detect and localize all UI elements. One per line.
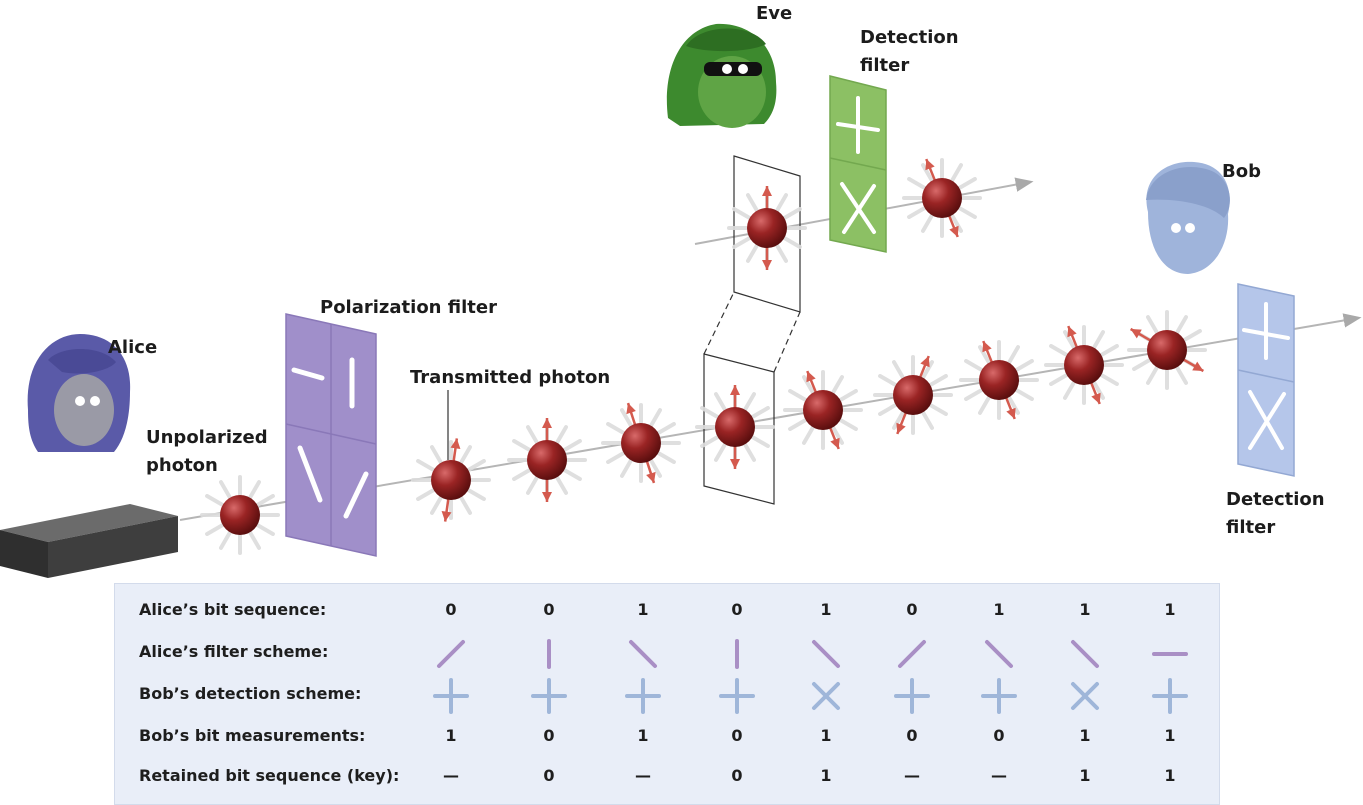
alice-bit: 1: [993, 600, 1005, 619]
photon: [902, 158, 982, 238]
polarization-filter-label: Polarization filter: [320, 297, 497, 318]
bob-bit: 0: [543, 726, 555, 745]
photon: [959, 340, 1039, 420]
bob-scheme-mark: [812, 682, 840, 710]
transmitted-photon-label: Transmitted photon: [410, 367, 611, 388]
photon: [507, 418, 587, 502]
alice-filter-mark: [898, 640, 926, 668]
alice-bit: 0: [445, 600, 457, 619]
retained-bit: —: [904, 766, 920, 785]
eve-label: Eve: [756, 3, 793, 24]
alice-bit: 1: [820, 600, 832, 619]
bob-bit: 1: [1079, 726, 1091, 745]
retained-bit: 1: [1079, 766, 1091, 785]
alice-filter-mark: [437, 640, 465, 668]
row-label-alice-bits: Alice’s bit sequence:: [139, 600, 327, 619]
bob-bit: 0: [906, 726, 918, 745]
alice-avatar: [27, 334, 131, 452]
bob-bit: 1: [1164, 726, 1176, 745]
retained-bit: —: [443, 766, 459, 785]
bob-label: Bob: [1222, 161, 1261, 182]
alice-label: Alice: [108, 337, 158, 358]
photons: [200, 158, 1207, 555]
bob-scheme-mark: [433, 678, 469, 714]
alice-bit: 1: [637, 600, 649, 619]
photon: [727, 186, 807, 270]
photon: [200, 475, 280, 555]
retained-bit: —: [991, 766, 1007, 785]
bob-scheme-mark: [719, 678, 755, 714]
bob-scheme-mark: [531, 678, 567, 714]
unpolarized-photon-label: Unpolarized photon: [146, 427, 268, 476]
bob-avatar: [1146, 161, 1230, 274]
scheme-symbols: [433, 639, 1188, 714]
bob-bit: 1: [637, 726, 649, 745]
bob-scheme-mark: [894, 678, 930, 714]
row-label-alice-filters: Alice’s filter scheme:: [139, 642, 329, 661]
bob-scheme-mark: [1071, 682, 1099, 710]
retained-bit: 0: [543, 766, 555, 785]
alice-bit: 0: [731, 600, 743, 619]
alice-bit: 0: [906, 600, 918, 619]
bob-bit: 1: [445, 726, 457, 745]
alice-filter-mark: [1071, 640, 1099, 668]
bob-scheme-mark: [625, 678, 661, 714]
bob-detection-filter-label: Detection filter: [1226, 489, 1325, 538]
retained-bit: 0: [731, 766, 743, 785]
photon: [783, 370, 863, 450]
eve-avatar: [666, 23, 777, 128]
eve-detection-filter: [829, 75, 887, 253]
photon: [1127, 310, 1207, 390]
row-label-bob-bits: Bob’s bit measurements:: [139, 726, 366, 745]
bob-bit: 0: [993, 726, 1005, 745]
photon: [873, 355, 953, 435]
alice-filter-mark: [629, 640, 657, 668]
row-label-bob-schemes: Bob’s detection scheme:: [139, 684, 362, 703]
bob-scheme-mark: [1152, 678, 1188, 714]
bob-bit: 1: [820, 726, 832, 745]
bob-bit: 0: [731, 726, 743, 745]
alice-bit: 0: [543, 600, 555, 619]
alice-filter-mark: [985, 640, 1013, 668]
row-label-retained: Retained bit sequence (key):: [139, 766, 400, 785]
bob-scheme-mark: [981, 678, 1017, 714]
retained-bit: 1: [1164, 766, 1176, 785]
eve-detection-filter-label: Detection filter: [860, 27, 959, 76]
retained-bit: 1: [820, 766, 832, 785]
photon: [1044, 325, 1124, 405]
retained-bit: —: [635, 766, 651, 785]
bob-detection-filter: [1237, 283, 1295, 477]
polarization-filter: [285, 313, 377, 557]
alice-bit: 1: [1079, 600, 1091, 619]
photon: [601, 402, 681, 484]
photon: [411, 438, 491, 522]
alice-bit: 1: [1164, 600, 1176, 619]
alice-filter-mark: [812, 640, 840, 668]
bit-table: Alice’s bit sequence: Alice’s filter sch…: [114, 583, 1220, 805]
photon: [695, 385, 775, 469]
photon-source: [0, 504, 178, 578]
